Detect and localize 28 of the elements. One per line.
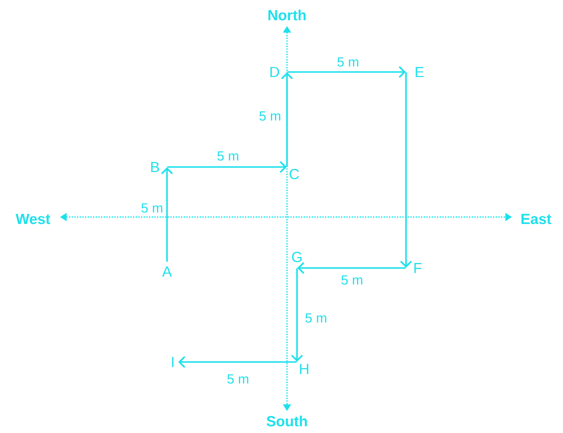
arrow [161, 167, 173, 262]
direction-label: North [268, 10, 306, 20]
arrow [400, 72, 412, 268]
point-label: I [172, 356, 174, 368]
arrow [287, 66, 406, 78]
edge-label: 5 m [227, 374, 248, 384]
edge-label: 5 m [337, 57, 358, 67]
point-label: F [414, 262, 422, 274]
point-label: A [162, 266, 172, 277]
arrow [167, 161, 287, 173]
edge-label: 5 m [141, 203, 162, 213]
point-label: C [290, 168, 299, 180]
point-label: G [292, 252, 302, 262]
arrow [178, 356, 297, 368]
point-label: E [416, 66, 424, 78]
edge-label: 5 m [259, 111, 280, 121]
direction-label: South [266, 416, 307, 426]
point-label: D [270, 66, 280, 78]
arrow [291, 268, 303, 362]
arrow [281, 72, 293, 167]
direction-label: East [522, 214, 552, 224]
edge-label: 5 m [341, 275, 362, 285]
edge-label: 5 m [217, 151, 238, 161]
edge-label: 5 m [305, 313, 326, 323]
arrow [297, 262, 406, 274]
point-label: H [300, 364, 308, 374]
direction-label: West [16, 214, 50, 224]
point-label: B [151, 162, 160, 172]
